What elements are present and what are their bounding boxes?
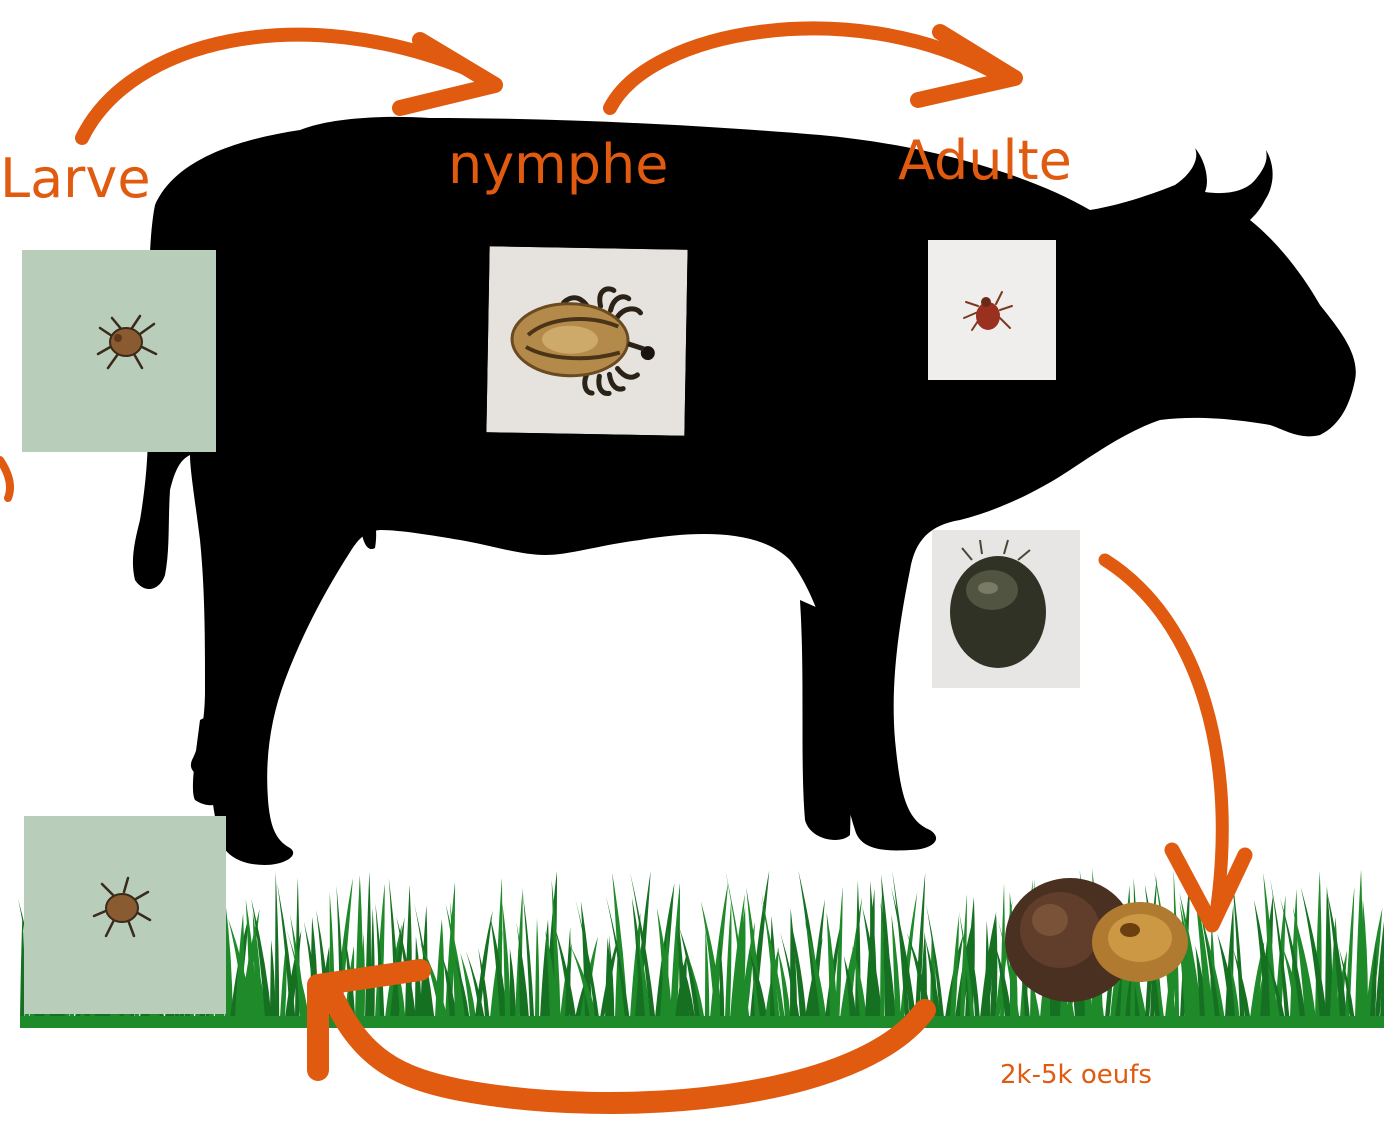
- grass-blade: [365, 871, 371, 1018]
- grass-blade: [985, 920, 990, 1018]
- engorged-adult-photo: [932, 530, 1080, 688]
- larva-photo-ground: [24, 816, 226, 1014]
- label-larva: Larve: [0, 152, 151, 206]
- grass-blade: [275, 872, 279, 1018]
- eggs-cluster: [1000, 860, 1200, 1020]
- arrow-left-fragment: [0, 460, 10, 498]
- adult-photo: [928, 240, 1056, 380]
- label-adult: Adulte: [898, 134, 1072, 188]
- grass-blade: [510, 948, 516, 1018]
- nymph-photo: [486, 246, 687, 435]
- grass-blade: [225, 898, 233, 1018]
- grass-blade: [535, 918, 539, 1018]
- label-nymph: nymphe: [448, 138, 669, 192]
- grass-blade: [270, 940, 275, 1018]
- larva-photo: [22, 250, 216, 452]
- egg-laying-female-icon: [1092, 902, 1188, 982]
- grass-blade: [725, 901, 732, 1018]
- label-eggs: 2k-5k oeufs: [1000, 1062, 1152, 1088]
- cow-silhouette: [133, 117, 1356, 865]
